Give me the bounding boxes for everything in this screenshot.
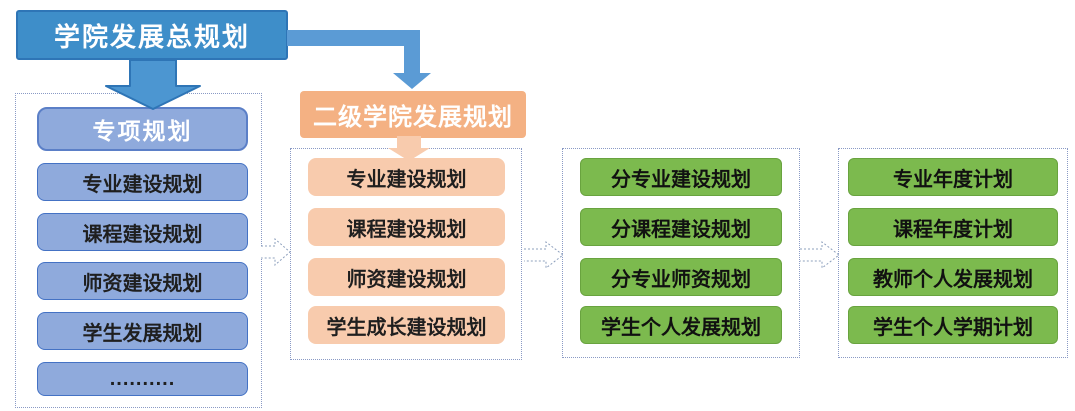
hollow-right-arrow-icon xyxy=(261,238,291,266)
special-plan-item: 专业建设规划 xyxy=(37,163,248,201)
root-plan-box: 学院发展总规划 xyxy=(16,10,288,60)
arrow-down-icon xyxy=(105,60,201,110)
elbow-arrow-icon xyxy=(287,30,431,89)
special-plan-item: 师资建设规划 xyxy=(37,262,248,300)
secondary-plan-item: 课程建设规划 xyxy=(308,208,505,246)
hollow-right-arrow-icon xyxy=(524,241,564,269)
annual-plan-item: 专业年度计划 xyxy=(848,158,1058,196)
sub-plan-item: 分专业师资规划 xyxy=(580,258,782,296)
special-plan-item: 课程建设规划 xyxy=(37,213,248,251)
annual-plan-item: 教师个人发展规划 xyxy=(848,258,1058,296)
annual-plan-item: 课程年度计划 xyxy=(848,208,1058,246)
sub-plan-item: 分专业建设规划 xyxy=(580,158,782,196)
hollow-right-arrow-icon xyxy=(800,241,840,269)
special-plan-item: 学生发展规划 xyxy=(37,312,248,350)
secondary-plan-item: 学生成长建设规划 xyxy=(308,306,505,344)
secondary-plan-item: 专业建设规划 xyxy=(308,158,505,196)
secondary-plan-item: 师资建设规划 xyxy=(308,258,505,296)
sub-plan-item: 分课程建设规划 xyxy=(580,208,782,246)
special-plan-item-ellipsis: .......... xyxy=(37,362,248,396)
annual-plan-item: 学生个人学期计划 xyxy=(848,306,1058,344)
special-plans-header: 专项规划 xyxy=(37,107,248,151)
small-down-arrow-icon xyxy=(388,136,430,161)
sub-plan-item: 学生个人发展规划 xyxy=(580,306,782,344)
secondary-college-header: 二级学院发展规划 xyxy=(300,91,526,138)
